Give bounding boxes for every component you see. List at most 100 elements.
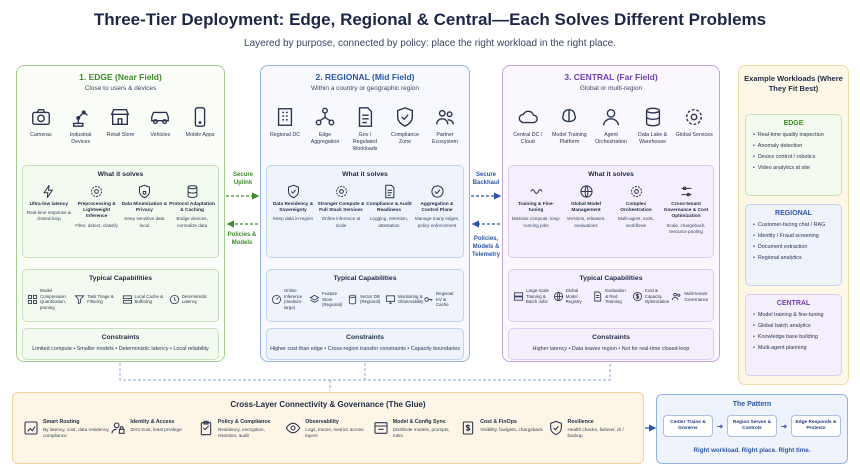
tier-title: 2. REGIONAL (Mid Field): [315, 72, 415, 82]
capability-item: Multi-tenant Governance: [670, 286, 710, 307]
database-icon: [187, 185, 197, 198]
people-icon: [672, 292, 681, 301]
shield-icon: [138, 184, 150, 199]
check-circle-icon: [430, 185, 444, 198]
server-icon: [513, 292, 524, 301]
tier-items: Cameras Industrial Devices Retail Store …: [21, 106, 220, 146]
central-tier: 3. CENTRAL (Far Field) Global or multi-r…: [502, 65, 720, 362]
tier-item: Global Services: [675, 106, 713, 146]
example-workloads-panel: Example Workloads (Where They Fit Best) …: [738, 65, 849, 385]
what-it-solves-panel: What it solves Data Residency & Sovereig…: [266, 165, 464, 258]
filter-icon: [74, 295, 85, 305]
capability-label: Evaluation & Red Teaming: [605, 288, 626, 305]
pattern-step: Edge Responds & Protects: [790, 415, 841, 437]
solve-item: Data Minimization & Privacy Keep sensiti…: [121, 184, 169, 229]
people-icon: [436, 109, 454, 125]
workload-group-regional: REGIONAL Customer-facing chat / RAG Iden…: [745, 204, 842, 286]
capability-item: Local Cache & Buffering: [121, 286, 168, 313]
capability-item: Cost & Capacity Optimization: [631, 286, 671, 307]
capability-label: Online Inference (medium-large): [284, 288, 303, 311]
capability-label: Task Triage & Filtering: [87, 293, 114, 305]
tier-item: Vehicles: [141, 106, 179, 146]
routing-icon: [24, 421, 38, 435]
solve-item: Stronger Compute & Full Stack Services O…: [317, 184, 365, 229]
pattern-step: Center Trains & Governs: [663, 415, 713, 437]
what-it-solves-panel: What it solves Training & Fine-tuning Ma…: [508, 165, 714, 258]
tier-title: 1. EDGE (Near Field): [79, 72, 162, 82]
tier-item: Partner Ecosystem: [426, 106, 464, 153]
globe-icon: [553, 292, 563, 302]
tier-item-label: Retail Store: [106, 132, 135, 138]
solve-heading: Complex Orchestration: [620, 202, 652, 214]
capability-item: Vector DB (Regional): [346, 286, 384, 313]
training-icon: [529, 189, 543, 194]
cost-icon: [632, 292, 642, 302]
panel-heading: What it solves: [97, 171, 144, 178]
solve-heading: Data Residency & Sovereignty: [272, 202, 314, 214]
solve-heading: Protocol Adaptation & Caching: [169, 202, 215, 214]
solve-item: Ultra-low latency Real-time response & c…: [25, 184, 73, 229]
glue-item-heading: Resilience: [567, 419, 594, 425]
tier-item: Gov / Regulated Workloads: [346, 106, 384, 153]
solve-description: Massive compute, long-running jobs: [511, 216, 561, 228]
solve-description: Bridge devices, normalize data: [176, 216, 208, 228]
store-icon: [111, 108, 130, 126]
glue-item-description: Residency, encryption, retention, audit: [217, 427, 265, 439]
tier-subtitle: Within a country or geographic region: [310, 85, 420, 92]
panel-heading: Constraints: [592, 334, 630, 341]
tier-item: Model Training Platform: [550, 106, 588, 146]
brain-icon: [562, 108, 577, 123]
pattern-step: Region Serves & Controls: [726, 415, 777, 437]
solve-description: Keep data in-region: [272, 216, 314, 222]
constraints-panel: Constraints Higher latency • Data leaves…: [508, 328, 714, 360]
sliders-icon: [681, 186, 691, 197]
grid-icon: [27, 294, 38, 304]
page-title: Three-Tier Deployment: Edge, Regional & …: [93, 10, 767, 29]
tier-item-label: Compliance Zone: [391, 132, 419, 146]
tier-item: Mobile Apps: [181, 106, 219, 146]
solve-item: Complex Orchestration Multi-agent, tools…: [611, 184, 661, 235]
tier-item-label: Vehicles: [150, 132, 171, 138]
workload-item: Global batch analytics: [753, 323, 836, 329]
uplink-label: Secure Uplink: [232, 172, 253, 186]
panel-heading: Constraints: [101, 334, 140, 341]
layers-icon: [309, 294, 320, 303]
cloud-icon: [518, 110, 538, 124]
cross-layer-glue-panel: Cross-Layer Connectivity & Governance (T…: [12, 392, 644, 464]
workload-item: Regional analytics: [753, 255, 836, 261]
solve-description: Logging, retention, attestation: [369, 216, 409, 228]
database-icon: [348, 294, 357, 305]
capability-item: Deterministic Latency: [168, 286, 215, 313]
car-icon: [151, 111, 170, 125]
tier-item-label: Agent Orchestration: [595, 132, 627, 146]
page-subtitle: Layered by purpose, connected by policy:…: [244, 38, 616, 49]
robot-arm-icon: [72, 110, 88, 127]
tier-item: Agent Orchestration: [592, 106, 630, 146]
tier-item-label: Mobile Apps: [185, 132, 215, 138]
solve-description: Keep sensitive data local: [124, 216, 165, 228]
glue-item-heading: Identity & Access: [130, 419, 175, 425]
capability-label: Multi-tenant Governance: [684, 290, 709, 302]
workload-item: Document extraction: [753, 244, 836, 250]
tier-item-label: Central DC / Cloud: [513, 132, 543, 146]
panel-heading: Typical Capabilities: [333, 275, 397, 282]
document-icon: [594, 291, 602, 302]
panel-heading: Typical Capabilities: [89, 275, 152, 282]
panel-heading: What it solves: [342, 171, 388, 178]
typical-capabilities-panel: Typical Capabilities Model Compression Q…: [22, 269, 219, 322]
workload-item: Knowledge base building: [753, 334, 836, 340]
constraints-panel: Constraints Limited compute • Smaller mo…: [22, 328, 219, 360]
tier-items: Regional DC Edge Aggregation Gov / Regul…: [265, 106, 465, 153]
key-icon: [424, 297, 433, 302]
workload-group-edge: EDGE Real-time quality inspection Anomal…: [745, 114, 842, 196]
tier-item: Data Lake & Warehouse: [634, 106, 672, 146]
solve-item: Compliance & Audit Readiness Logging, re…: [365, 184, 413, 229]
network-icon: [315, 107, 335, 126]
solve-heading: Data Minimization & Privacy: [121, 202, 168, 214]
solve-item: Preprocessing & Lightweight Inference Fi…: [73, 184, 121, 229]
gauge-icon: [271, 294, 282, 304]
solve-description: Multi-agent, tools, workflows: [617, 216, 655, 228]
